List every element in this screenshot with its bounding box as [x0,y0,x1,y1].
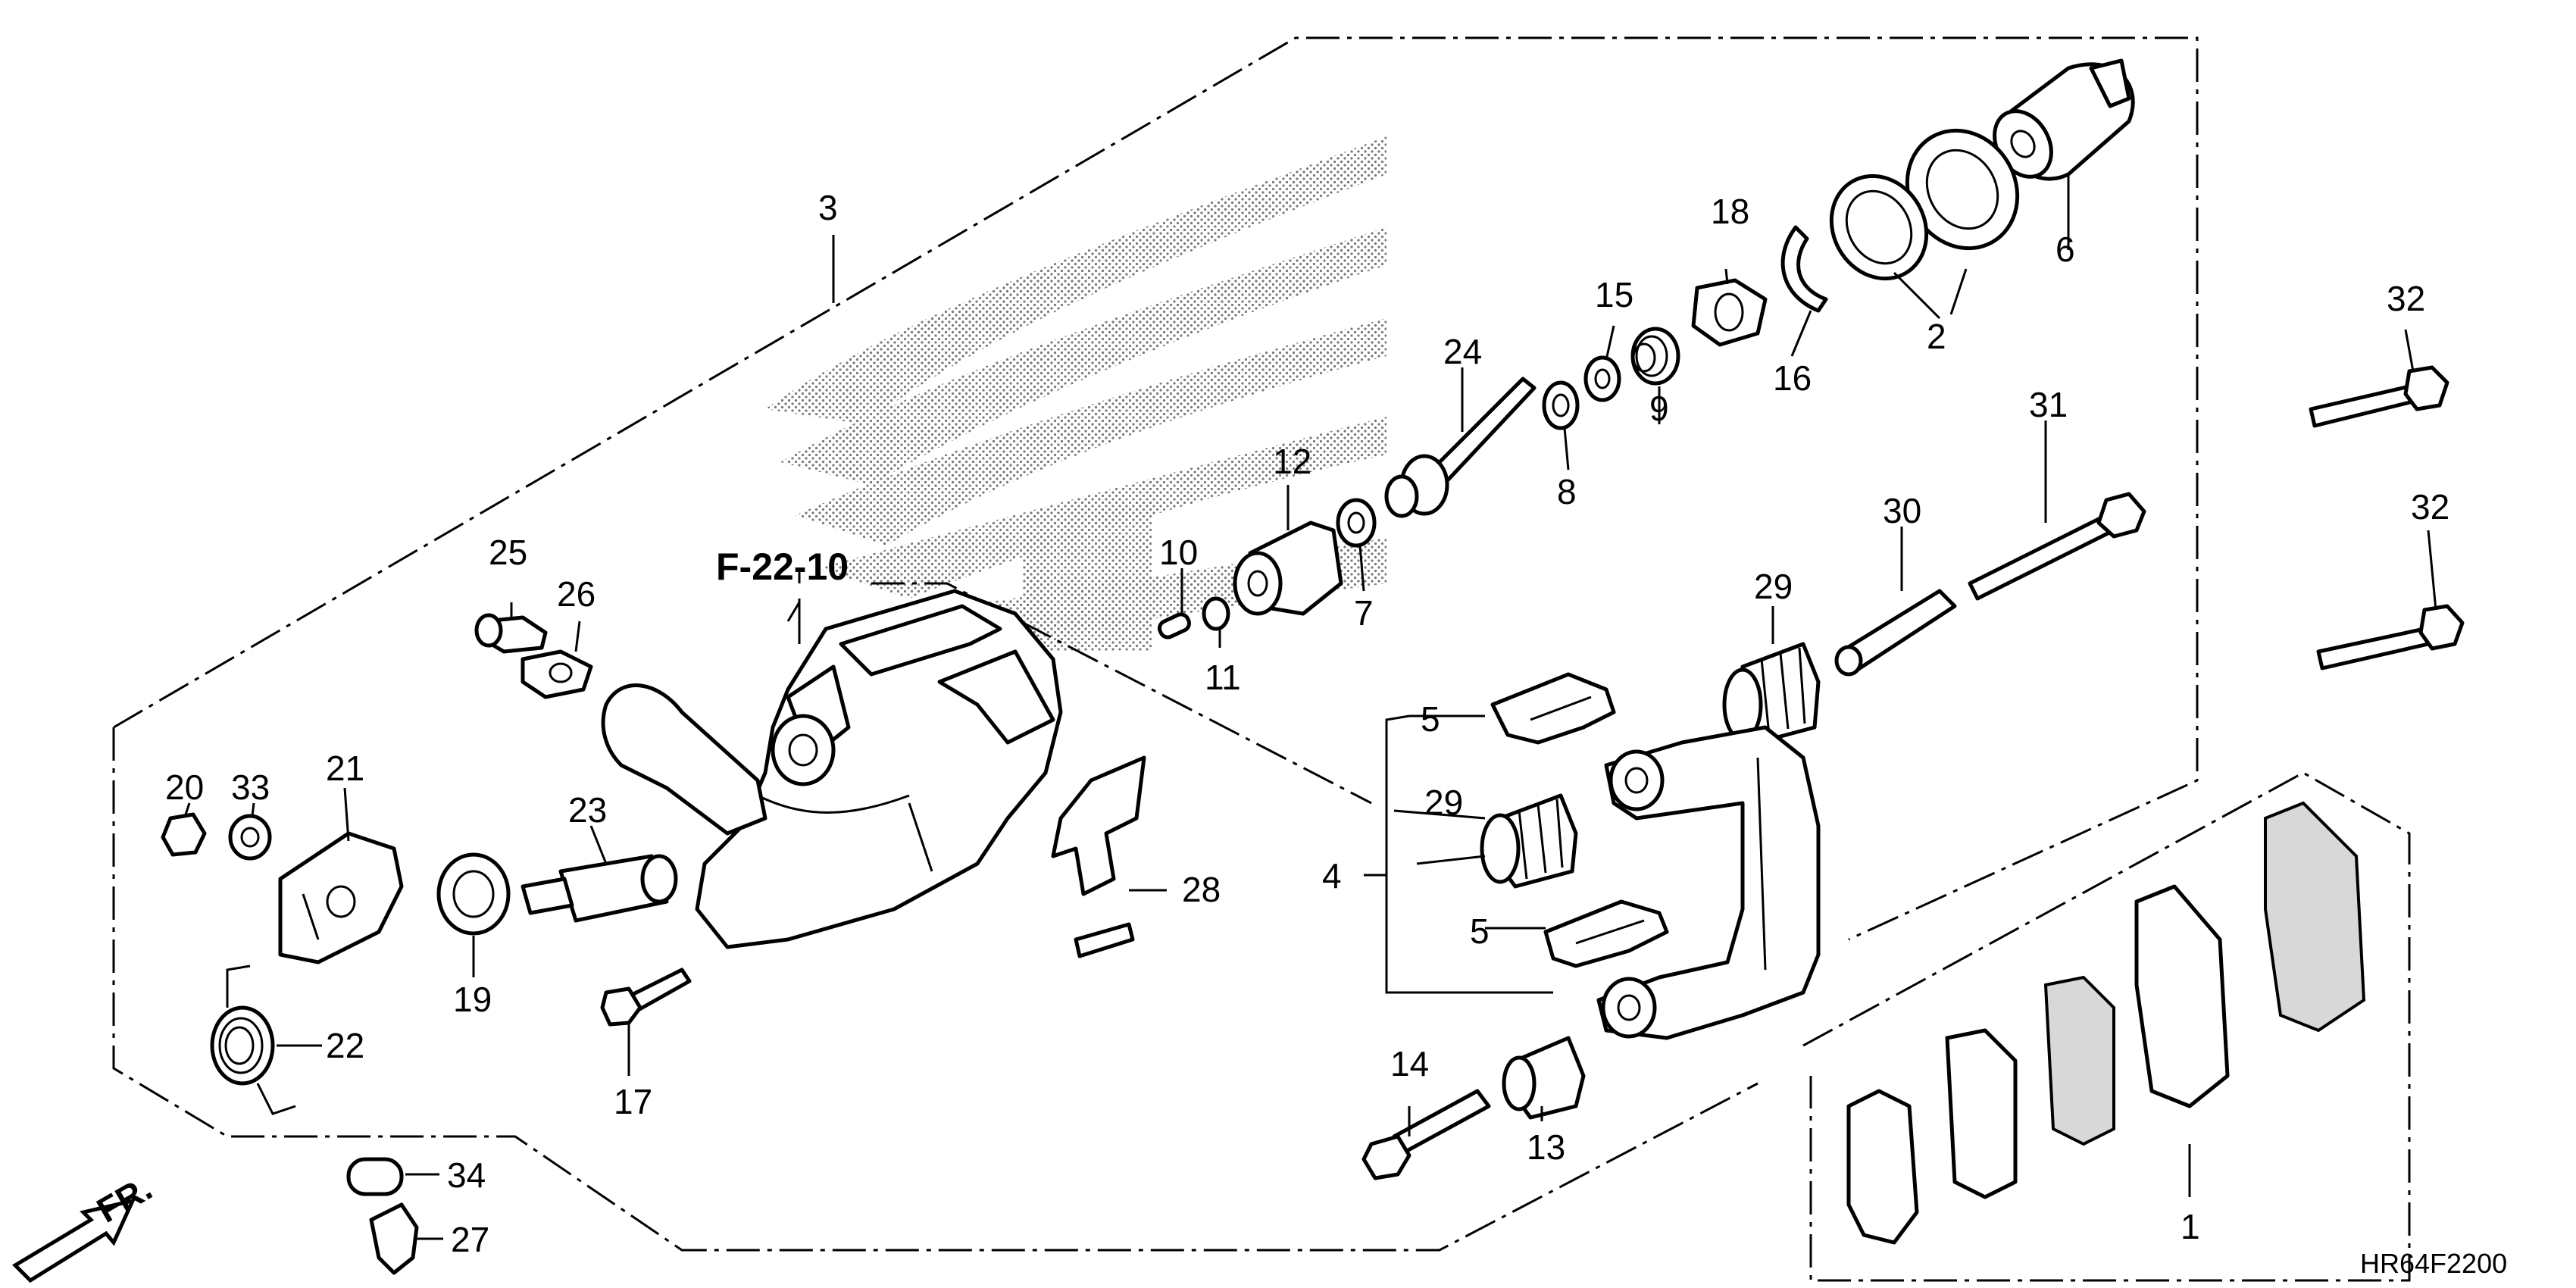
part-16-circlip [1780,225,1828,313]
callout-9: 9 [1649,389,1669,428]
part-29-boot-upper [1722,642,1821,745]
part-5-clip-lower [1543,899,1669,968]
reference-code: F-22-10 [716,546,849,588]
part-21-lever-plate [278,831,404,964]
part-8-bearing [1542,380,1580,430]
callout-8: 8 [1557,472,1577,511]
callout-19: 19 [453,980,492,1019]
callout-11: 11 [1205,658,1241,697]
part-15-washer [1583,355,1621,402]
part-22-spring [210,964,296,1115]
callout-22: 22 [326,1026,364,1065]
part-10-pin [1158,612,1191,639]
part-33-washer [228,814,272,861]
callout-6: 6 [2055,230,2075,269]
part-26-cap [521,649,593,699]
part-32-bolt-lower [2316,604,2465,671]
callout-28: 28 [1182,870,1221,909]
callout-25: 25 [489,533,527,572]
callout-3: 3 [818,188,838,227]
callout-18: 18 [1711,192,1749,231]
callout-1: 1 [2181,1207,2200,1246]
callout-14: 14 [1390,1044,1429,1083]
part-29-boot-lower [1480,793,1578,889]
callout-23: 23 [568,790,607,830]
caliper-body-lever [695,589,1063,949]
callout-5-lower: 5 [1470,911,1490,951]
part-11-ring [1202,596,1230,631]
callout-33: 33 [231,767,270,807]
part-14-guide-bolt [1361,1089,1491,1180]
part-30-pin [1834,589,1957,677]
callout-32-upper: 32 [2387,279,2425,318]
caliper-lever-arm [601,683,767,836]
callout-17: 17 [614,1082,652,1121]
part-25-bleeder [474,613,548,654]
part-5-clip-upper [1490,672,1616,745]
part-34-sleeve [346,1157,404,1196]
callout-7: 7 [1354,593,1374,633]
part-13-boot [1502,1036,1586,1120]
callout-24: 24 [1443,332,1482,371]
callout-20: 20 [165,767,204,807]
callout-29-upper: 29 [1754,567,1793,606]
part-27-clip [369,1202,419,1275]
callout-2: 2 [1927,317,1946,356]
part-7-washer [1336,498,1377,548]
front-arrow-icon [11,1198,136,1283]
leader-lines [184,174,2437,1240]
callout-31: 31 [2029,385,2068,424]
callout-5-upper: 5 [1421,699,1440,739]
part-20-nut [161,812,207,857]
part-18-retainer [1691,278,1768,347]
callout-32-lower: 32 [2411,487,2449,527]
callout-10: 10 [1159,533,1198,572]
part-28-bracket [1051,755,1146,958]
drawing-code: HR64F2200 [2360,1248,2507,1279]
callout-26: 26 [557,574,596,614]
callout-29-lower: 29 [1424,783,1463,822]
callout-15: 15 [1595,275,1633,314]
part-24-adjuster-bolt [1384,377,1537,518]
part-17-bolt [600,968,692,1027]
part-9-spring [1630,327,1680,386]
part-12-cam [1233,521,1343,616]
callout-labels: 3 6 2 16 18 15 9 8 24 12 7 10 11 F-22-10… [90,188,2507,1279]
callout-13: 13 [1527,1127,1565,1167]
assembly-outlines [112,36,2411,1282]
part-31-bolt [1968,492,2146,601]
callout-4: 4 [1322,856,1342,896]
caliper-bracket [1596,725,1821,1040]
part-1-pad-set [1846,801,2366,1245]
part-2-seals [1829,128,2020,281]
callout-16: 16 [1773,358,1812,398]
callout-30: 30 [1883,491,1921,530]
callout-27: 27 [451,1220,489,1259]
part-32-bolt-upper [2309,365,2449,428]
callout-21: 21 [326,749,364,788]
part-23-shaft [521,854,678,923]
part-19-seal [436,852,511,936]
callout-34: 34 [447,1155,486,1195]
callout-12: 12 [1273,442,1311,481]
